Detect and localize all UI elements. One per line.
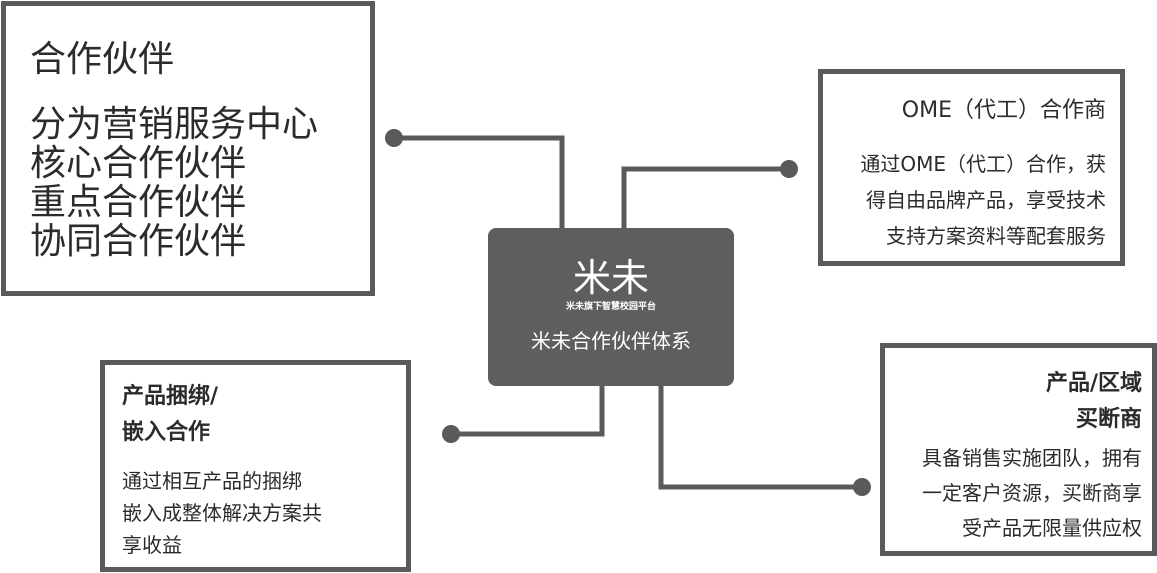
buyout-title: 产品/区域 买断商	[1046, 366, 1142, 438]
partner-item: 核心合作伙伴	[30, 143, 247, 184]
connector-dot-bottom-right	[853, 478, 871, 496]
oem-desc-line: 通过OME（代工）合作，获	[860, 152, 1106, 176]
connector-bottom-left	[451, 384, 605, 437]
bundle-title: 产品捆绑/ 嵌入合作	[122, 379, 218, 451]
partner-item: 重点合作伙伴	[30, 182, 247, 223]
connector-bottom-right	[658, 384, 862, 490]
bundle-desc-line: 享收益	[122, 533, 182, 557]
bundle-title-line: 嵌入合作	[122, 420, 211, 445]
bundle-title-line: 产品捆绑/	[122, 384, 219, 409]
buyout-desc-line: 受产品无限量供应权	[962, 516, 1142, 540]
bundle-desc-line: 通过相互产品的捆绑	[122, 469, 302, 493]
buyout-description: 具备销售实施团队，拥有 一定客户资源，买断商享 受产品无限量供应权	[922, 441, 1142, 546]
center-hub: 米未 米未旗下智慧校园平台 米未合作伙伴体系	[488, 228, 734, 386]
connector-top-right	[621, 166, 789, 230]
connector-dot-top-right	[780, 160, 798, 178]
oem-title: OME（代工）合作商	[901, 98, 1106, 123]
connector-top-left	[394, 135, 565, 230]
partner-box-bottom-left: 产品捆绑/ 嵌入合作 通过相互产品的捆绑 嵌入成整体解决方案共 享收益	[100, 360, 411, 572]
partner-items: 分为营销服务中心 核心合作伙伴 重点合作伙伴 协同合作伙伴	[30, 105, 318, 261]
brand-subtitle: 米未旗下智慧校园平台	[565, 302, 656, 312]
bundle-desc-line: 嵌入成整体解决方案共	[122, 501, 322, 525]
connector-dot-top-left	[385, 129, 403, 147]
partner-item: 协同合作伙伴	[30, 221, 247, 262]
oem-desc-line: 支持方案资料等配套服务	[886, 224, 1106, 248]
buyout-desc-line: 一定客户资源，买断商享	[922, 481, 1142, 505]
partner-item: 分为营销服务中心	[30, 104, 319, 145]
partner-title: 合作伙伴	[30, 39, 175, 80]
partner-box-top-right: OME（代工）合作商 通过OME（代工）合作，获 得自由品牌产品，享受技术 支持…	[818, 69, 1125, 266]
buyout-title-line: 买断商	[1075, 407, 1142, 432]
bundle-description: 通过相互产品的捆绑 嵌入成整体解决方案共 享收益	[122, 465, 322, 561]
connector-dot-bottom-left	[442, 425, 460, 443]
partner-box-bottom-right: 产品/区域 买断商 具备销售实施团队，拥有 一定客户资源，买断商享 受产品无限量…	[880, 343, 1157, 556]
system-title: 米未合作伙伴体系	[531, 329, 691, 353]
partner-box-top-left: 合作伙伴 分为营销服务中心 核心合作伙伴 重点合作伙伴 协同合作伙伴	[1, 1, 375, 296]
brand-logo-text: 米未	[572, 256, 649, 300]
buyout-title-line: 产品/区域	[1045, 371, 1142, 396]
buyout-desc-line: 具备销售实施团队，拥有	[922, 446, 1142, 470]
oem-desc-line: 得自由品牌产品，享受技术	[866, 188, 1106, 212]
oem-description: 通过OME（代工）合作，获 得自由品牌产品，享受技术 支持方案资料等配套服务	[860, 146, 1106, 254]
